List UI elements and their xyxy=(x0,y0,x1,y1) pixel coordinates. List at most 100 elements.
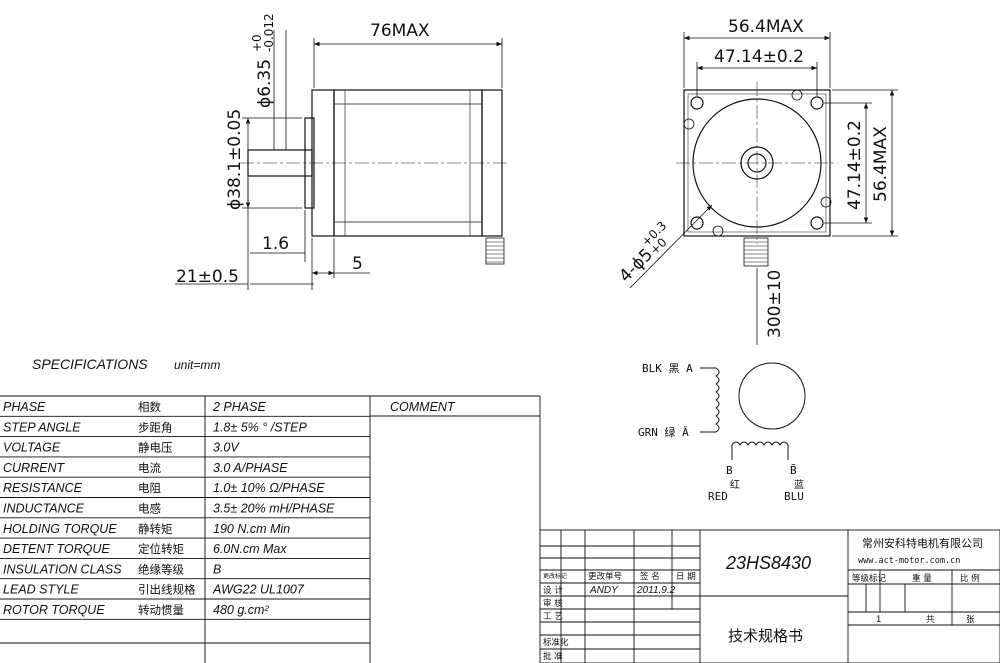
mount-hole-bl xyxy=(690,216,704,230)
dim-hole-spacing-top: 47.14±0.2 xyxy=(714,47,804,67)
dim-width-side: 56.4MAX xyxy=(871,126,891,202)
weight-label: 重 量 xyxy=(912,573,932,584)
dim-boss-dia-group: ϕ38.1±0.05 xyxy=(225,109,245,210)
wiring-diagram xyxy=(700,362,806,460)
spec-row-value: B xyxy=(213,562,221,576)
wire-b-bar: B̄ xyxy=(790,464,797,477)
spec-row-value: 3.0V xyxy=(213,441,240,455)
wire-b: B xyxy=(726,464,733,477)
wire-blu: BLU xyxy=(784,490,804,503)
lead-bundle xyxy=(485,237,505,265)
title-block xyxy=(539,529,1000,663)
spec-row-name: PHASE xyxy=(3,400,46,414)
spec-row-value: 2 PHASE xyxy=(212,400,266,414)
dim-shaft-length: 21±0.5 xyxy=(176,267,239,287)
dim-lead-length-group: 300±10 xyxy=(765,270,785,338)
spec-row-name-cn: 引出线规格 xyxy=(138,583,196,597)
dim-body-length: 76MAX xyxy=(370,21,430,41)
spec-row-value: 1.0± 10% Ω/PHASE xyxy=(213,481,325,495)
grade-label: 等级标记 xyxy=(852,573,887,584)
dim-width-top: 56.4MAX xyxy=(728,17,804,37)
dim-flange-thk: 5 xyxy=(352,254,363,274)
spec-rows: PHASE 相数 2 PHASE STEP ANGLE 步距角 1.8± 5% ° /ST… xyxy=(0,400,370,620)
spec-unit: unit=mm xyxy=(174,358,220,372)
spec-row-name-cn: 相数 xyxy=(138,400,161,414)
spec-row-name-cn: 电感 xyxy=(138,502,161,516)
dim-boss-dia: ϕ38.1±0.05 xyxy=(225,109,245,210)
approve-label: 批 准 xyxy=(543,651,563,662)
model-number: 23HS8430 xyxy=(725,553,811,573)
spec-row-name-cn: 电流 xyxy=(138,461,161,475)
spec-row-name-cn: 静电压 xyxy=(138,441,173,455)
sheet-label: 张 xyxy=(966,615,975,625)
dim-hole-spacing-side-group: 47.14±0.2 xyxy=(845,120,865,210)
front-lead-bundle xyxy=(743,237,769,267)
spec-row-name: INDUCTANCE xyxy=(3,502,85,516)
spec-row-value: 3.5± 20% mH/PHASE xyxy=(213,502,335,516)
spec-row-name-cn: 步距角 xyxy=(138,420,173,434)
side-dimensions xyxy=(175,30,503,290)
spec-row-value: 3.0 A/PHASE xyxy=(213,461,288,475)
mount-hole-br xyxy=(810,216,824,230)
coil-a xyxy=(715,367,720,433)
review-label: 审 核 xyxy=(543,598,563,609)
design-label: 设 计 xyxy=(543,585,563,596)
spec-table xyxy=(0,395,541,663)
wire-red: RED xyxy=(708,490,728,503)
spec-row-name: STEP ANGLE xyxy=(3,420,81,434)
spec-row-name: RESISTANCE xyxy=(3,481,83,495)
spec-row-value: 6.0N.cm Max xyxy=(213,542,287,556)
wire-blu-cn: 蓝 xyxy=(794,479,804,491)
spec-row-name: CURRENT xyxy=(3,461,65,475)
spec-row-name: VOLTAGE xyxy=(3,441,61,455)
dim-hole-spacing-side: 47.14±0.2 xyxy=(845,120,865,210)
spec-row-name: ROTOR TORQUE xyxy=(3,603,105,617)
doc-title: 技术规格书 xyxy=(728,627,803,645)
date-label: 日 期 xyxy=(676,572,696,582)
rotor-circle xyxy=(738,362,806,430)
spec-row-name-cn: 静转矩 xyxy=(138,522,173,536)
spec-row-value: 190 N.cm Min xyxy=(213,522,290,536)
total-label: 共 xyxy=(926,615,935,625)
standard-label: 标准化 xyxy=(543,637,569,648)
company-url: www.act-motor.com.cn xyxy=(858,556,960,566)
spec-comment-header: COMMENT xyxy=(390,400,456,414)
wire-red-cn: 红 xyxy=(730,478,740,491)
coil-b xyxy=(731,441,789,446)
mount-hole-tl xyxy=(690,96,704,110)
spec-row-name: INSULATION CLASS xyxy=(3,562,122,576)
spec-row-name-cn: 定位转矩 xyxy=(138,542,184,556)
side-view xyxy=(240,89,510,265)
spec-row-value: 1.8± 5% ° /STEP xyxy=(213,420,308,434)
spec-row-name-cn: 电阻 xyxy=(138,481,161,495)
ratio-label: 比 例 xyxy=(960,573,980,584)
dim-shaft-dia-group: ϕ6.35 +0 -0.012 xyxy=(250,13,276,108)
spec-title: SPECIFICATIONS xyxy=(32,356,148,372)
dim-shaft-tol-upper: +0 xyxy=(250,34,264,52)
mount-hole-tr xyxy=(810,96,824,110)
dim-shaft-dia: ϕ6.35 xyxy=(255,59,275,108)
dim-width-side-group: 56.4MAX xyxy=(871,126,891,202)
dim-mount-holes-group: 4-ϕ5 +0.3 +0 xyxy=(615,219,669,287)
sign-label: 签 名 xyxy=(640,571,660,582)
spec-row-value: 480 g.cm² xyxy=(213,603,269,617)
company-name: 常州安科特电机有限公司 xyxy=(862,536,983,550)
process-label: 工 艺 xyxy=(543,612,563,622)
spec-row-value: AWG22 UL1007 xyxy=(212,583,305,597)
wire-grn: GRN 绿 Ā xyxy=(638,425,689,439)
dim-boss-height: 1.6 xyxy=(262,234,289,254)
wire-blk: BLK 黑 A xyxy=(642,362,693,375)
dim-lead-length: 300±10 xyxy=(765,270,785,338)
design-by: ANDY xyxy=(589,585,619,596)
front-view xyxy=(676,82,838,267)
sheet-count: 1 xyxy=(876,615,881,625)
change-mark-label: 更改标记 xyxy=(543,572,567,580)
dim-shaft-tol-lower: -0.012 xyxy=(262,13,276,52)
design-date: 2011.9.2 xyxy=(636,585,676,596)
spec-row-name: HOLDING TORQUE xyxy=(3,522,117,536)
spec-row-name: LEAD STYLE xyxy=(3,583,79,597)
spec-row-name-cn: 转动惯量 xyxy=(138,603,184,617)
front-dimensions xyxy=(629,32,898,345)
